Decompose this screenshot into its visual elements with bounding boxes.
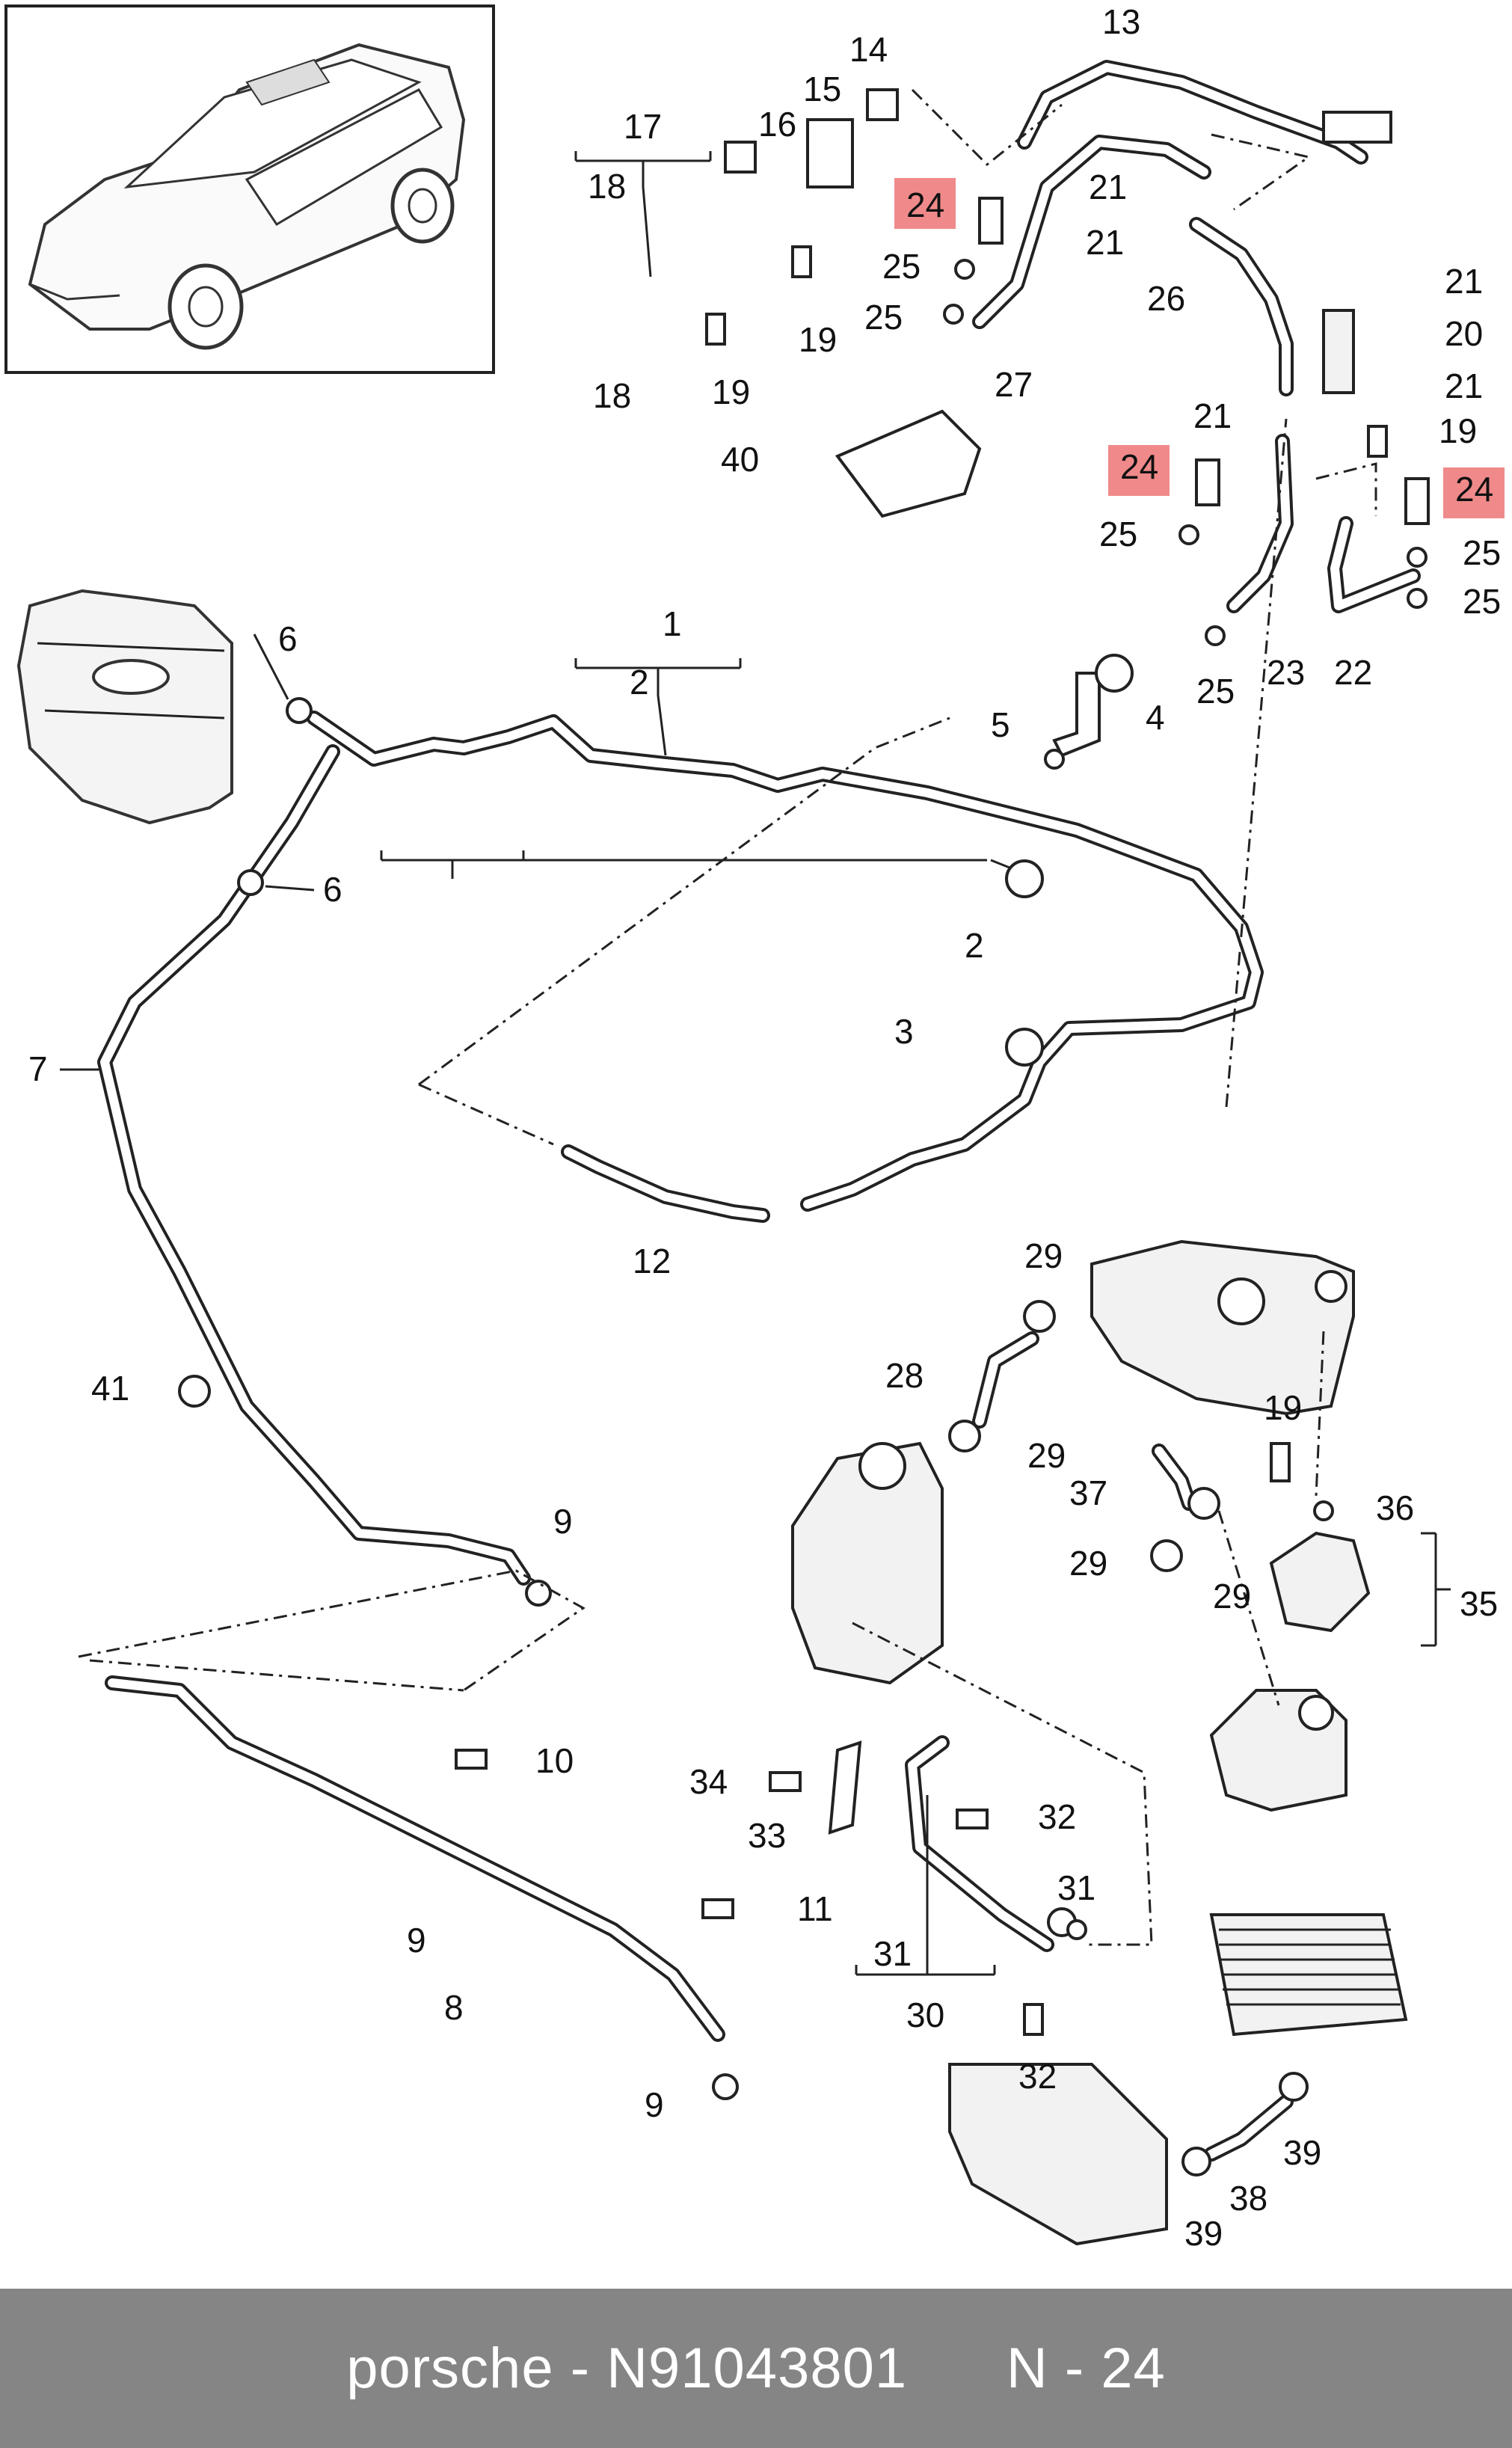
callout-21: 21 (1193, 396, 1232, 435)
callout-32: 32 (1038, 1797, 1076, 1836)
callout-18: 18 (588, 167, 626, 206)
footer-bar: porsche - N91043801 N - 24 (0, 2289, 1512, 2448)
callout-29: 29 (1213, 1577, 1251, 1616)
callout-22: 22 (1334, 653, 1372, 692)
callout-20: 20 (1445, 314, 1483, 353)
callout-21: 21 (1089, 168, 1127, 206)
callout-25: 25 (1196, 672, 1235, 711)
part-number-caption: porsche - N91043801 N - 24 (346, 2337, 1166, 2400)
callout-37: 37 (1069, 1473, 1107, 1512)
callout-36: 36 (1376, 1488, 1414, 1527)
callout-19: 19 (1264, 1388, 1302, 1427)
callout-14: 14 (849, 30, 888, 69)
callout-24: 24 (1120, 447, 1158, 486)
callout-21: 21 (1445, 366, 1483, 405)
callout-23: 23 (1267, 653, 1305, 692)
callout-29: 29 (1024, 1236, 1063, 1275)
callout-9: 9 (553, 1502, 573, 1541)
callout-25: 25 (882, 247, 921, 286)
callout-32: 32 (1018, 2057, 1057, 2096)
hoses-bottom (905, 1331, 1294, 2162)
callout-19: 19 (1439, 411, 1477, 450)
callout-29: 29 (1069, 1544, 1107, 1583)
callout-9: 9 (645, 2085, 664, 2124)
callout-24: 24 (1455, 470, 1493, 509)
highlight-24-c (1443, 467, 1505, 518)
callout-3: 3 (894, 1012, 914, 1051)
callout-8: 8 (444, 1988, 464, 2027)
callout-4: 4 (1146, 698, 1165, 737)
callout-2: 2 (965, 926, 984, 965)
leader-lines (60, 151, 1451, 1976)
callout-16: 16 (758, 105, 796, 144)
parts-diagram: 1 2 2 3 4 5 6 6 7 8 9 9 9 10 11 12 13 14… (4, 2, 1505, 2253)
callout-25: 25 (1099, 515, 1137, 553)
components (178, 88, 1430, 2246)
callout-12: 12 (633, 1242, 671, 1280)
callout-13: 13 (1102, 2, 1140, 41)
callout-25: 25 (864, 298, 903, 337)
callout-18: 18 (593, 376, 631, 415)
callout-15: 15 (803, 70, 841, 108)
callout-9: 9 (407, 1921, 426, 1960)
hose-7 (97, 744, 531, 1586)
callout-39: 39 (1283, 2133, 1321, 2172)
hose-1 (307, 711, 1264, 1212)
callout-labels: 1 2 2 3 4 5 6 6 7 8 9 9 9 10 11 12 13 14… (28, 2, 1501, 2253)
highlight-24-b (1108, 445, 1170, 496)
callout-40: 40 (721, 440, 759, 479)
callout-21: 21 (1445, 262, 1483, 301)
callout-30: 30 (906, 1995, 944, 2034)
callout-24: 24 (906, 185, 944, 224)
callout-27: 27 (995, 365, 1033, 404)
callout-1: 1 (663, 604, 682, 643)
callout-25: 25 (1463, 533, 1501, 572)
hose-12 (561, 1144, 770, 1223)
highlight-24-a (894, 178, 956, 229)
callout-6: 6 (323, 870, 342, 909)
callout-11: 11 (797, 1889, 833, 1928)
vehicle-thumbnail (4, 4, 495, 374)
callout-33: 33 (748, 1816, 786, 1855)
callout-10: 10 (535, 1741, 574, 1780)
callout-35: 35 (1460, 1584, 1498, 1623)
callout-34: 34 (689, 1762, 728, 1801)
callout-28: 28 (885, 1356, 924, 1395)
coolant-expansion-tank (16, 589, 233, 825)
callout-5: 5 (991, 705, 1010, 744)
callout-17: 17 (624, 107, 662, 146)
callout-41: 41 (91, 1369, 129, 1408)
callout-19: 19 (712, 372, 750, 411)
hose-8 (105, 1675, 725, 2042)
callout-38: 38 (1229, 2179, 1267, 2218)
hoses-top (972, 60, 1421, 613)
callout-7: 7 (28, 1049, 48, 1088)
callout-26: 26 (1147, 279, 1185, 318)
callout-29: 29 (1027, 1436, 1066, 1475)
callout-25: 25 (1463, 582, 1501, 621)
callout-39: 39 (1184, 2214, 1223, 2253)
dash-lines (78, 88, 1377, 1946)
callout-31: 31 (1057, 1868, 1095, 1907)
callout-6: 6 (278, 619, 298, 658)
callout-19: 19 (799, 320, 837, 359)
callout-21: 21 (1086, 223, 1124, 262)
callout-31: 31 (873, 1934, 912, 1973)
callout-2: 2 (630, 663, 649, 702)
